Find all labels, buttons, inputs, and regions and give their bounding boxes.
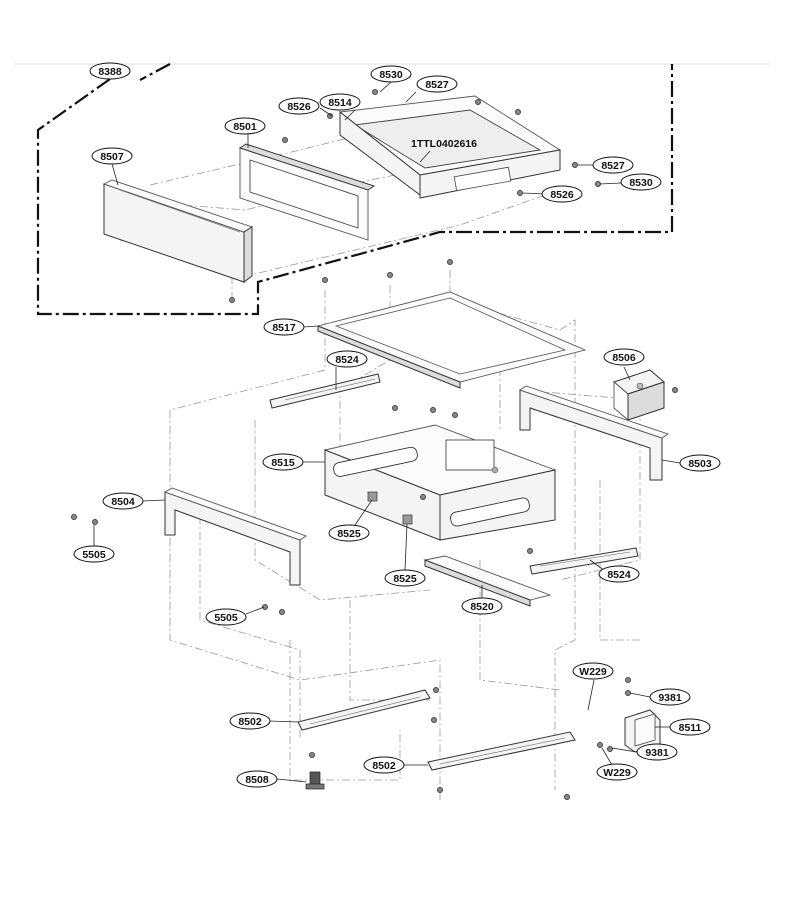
callout-label: 8526 xyxy=(550,189,574,201)
callout-8524-upper: 8524 xyxy=(326,350,368,368)
callout-label: 5505 xyxy=(82,549,106,561)
bracket-8524-lower xyxy=(529,547,639,575)
callout-8517: 8517 xyxy=(263,318,305,336)
callout-8501: 8501 xyxy=(224,117,266,135)
callout-label: 8524 xyxy=(607,569,631,581)
callout-label: 8502 xyxy=(372,760,396,772)
callout-8520: 8520 xyxy=(461,597,503,615)
callout-label: 8504 xyxy=(111,496,135,508)
callout-label: 9381 xyxy=(658,692,682,704)
callout-label: 8506 xyxy=(612,352,636,364)
drawer-frame-part xyxy=(238,143,376,241)
callout-label: 8520 xyxy=(470,601,494,613)
callout-label: 9381 xyxy=(645,747,669,759)
callout-8507: 8507 xyxy=(91,147,133,165)
top-plate-part xyxy=(316,291,587,389)
side-rail-8504 xyxy=(163,487,307,586)
leg-rail-8502-right xyxy=(427,731,576,771)
callout-label: 8524 xyxy=(335,354,359,366)
callout-9381-lower: 9381 xyxy=(636,743,678,761)
connectors-8525 xyxy=(367,491,413,525)
callout-label: 8514 xyxy=(328,97,352,109)
callout-8530-lower: 8530 xyxy=(620,173,662,191)
callout-8503: 8503 xyxy=(679,454,721,472)
central-housing-8515 xyxy=(323,424,557,541)
callout-label: 8525 xyxy=(337,528,361,540)
callout-label: 8508 xyxy=(245,774,269,786)
callout-label: 8501 xyxy=(233,121,257,133)
callout-8525-lower: 8525 xyxy=(384,569,426,587)
callout-8527-lower: 8527 xyxy=(592,156,634,174)
callout-8514: 8514 xyxy=(319,93,361,111)
callout-label: 8527 xyxy=(601,160,625,172)
callout-8506: 8506 xyxy=(603,348,645,366)
callout-w229-upper: W229 xyxy=(572,662,614,680)
callout-8515: 8515 xyxy=(262,453,304,471)
callout-label: 8507 xyxy=(100,151,124,163)
callout-label: W229 xyxy=(603,767,631,779)
callout-label: 8388 xyxy=(98,66,122,78)
leg-rail-8502-left xyxy=(297,689,431,731)
callout-8526-upper: 8526 xyxy=(278,97,320,115)
callout-label: 8502 xyxy=(238,716,262,728)
callout-label: 8517 xyxy=(272,322,296,334)
callout-5505-left: 5505 xyxy=(73,545,115,563)
callout-label: 8530 xyxy=(629,177,653,189)
callout-label: 8525 xyxy=(393,573,417,585)
plate-8520 xyxy=(423,555,552,607)
side-rail-8503 xyxy=(518,385,670,481)
callout-label: W229 xyxy=(579,666,607,678)
callout-8388: 8388 xyxy=(89,62,131,80)
callout-8527-upper: 8527 xyxy=(416,75,458,93)
callout-label: 8511 xyxy=(679,722,702,734)
callout-part-code: 1TTL0402616 xyxy=(411,138,477,150)
callout-5505-right: 5505 xyxy=(205,608,247,626)
callout-8502-left: 8502 xyxy=(229,712,271,730)
callout-8530-upper: 8530 xyxy=(370,65,412,83)
bracket-8524-upper xyxy=(269,373,381,409)
callout-label: 8530 xyxy=(379,69,403,81)
callout-label: 5505 xyxy=(214,612,238,624)
cover-8506-part xyxy=(613,369,665,421)
callout-8525-upper: 8525 xyxy=(328,524,370,542)
callout-8511: 8511 xyxy=(669,718,711,736)
leader-lines xyxy=(93,81,681,783)
callout-label: 8515 xyxy=(271,457,295,469)
callout-label: 1TTL0402616 xyxy=(411,138,477,150)
callout-8526-lower: 8526 xyxy=(541,185,583,203)
bracket-8511 xyxy=(624,709,661,753)
drawer-assembly-boundary xyxy=(36,63,674,316)
callout-8504: 8504 xyxy=(102,492,144,510)
drawer-front-part xyxy=(102,179,254,283)
callout-8502-right: 8502 xyxy=(363,756,405,774)
callout-label: 8503 xyxy=(688,458,712,470)
lower-screws xyxy=(71,259,678,800)
callout-label: 8526 xyxy=(287,101,311,113)
callout-w229-lower: W229 xyxy=(596,763,638,781)
callout-label: 8527 xyxy=(425,79,449,91)
foot-8508 xyxy=(305,771,325,790)
callout-8524-lower: 8524 xyxy=(598,565,640,583)
drawer-tub-part xyxy=(338,95,562,199)
callout-9381-upper: 9381 xyxy=(649,688,691,706)
upper-screws xyxy=(229,89,601,303)
callout-8508: 8508 xyxy=(236,770,278,788)
